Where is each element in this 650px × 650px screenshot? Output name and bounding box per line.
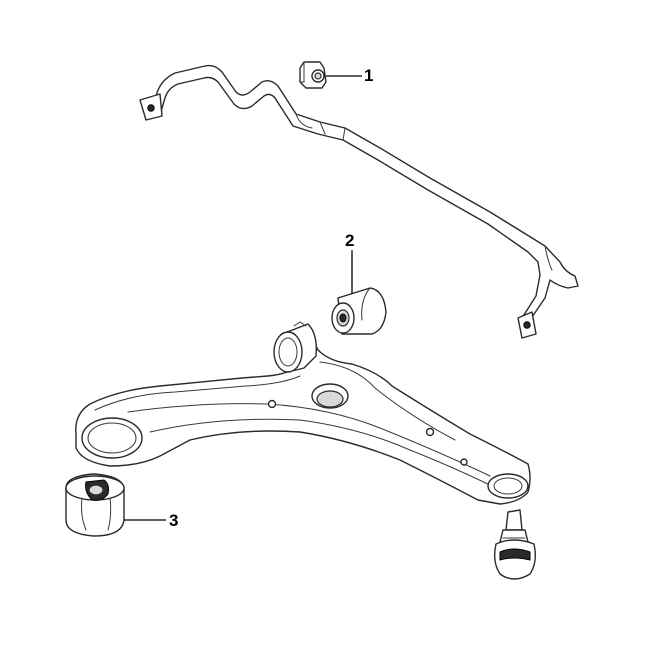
front-bushing-on-arm bbox=[273, 321, 318, 373]
callout-label-1: 1 bbox=[364, 66, 374, 85]
bushing-part-2 bbox=[331, 287, 387, 335]
callout-label-3: 3 bbox=[169, 511, 179, 530]
rear-bushing-part-3 bbox=[65, 473, 125, 537]
callout-label-2: 2 bbox=[345, 231, 355, 250]
ball-joint bbox=[493, 509, 537, 580]
stabilizer-bar bbox=[139, 64, 579, 339]
lower-control-arm bbox=[75, 337, 531, 505]
stabilizer-bushing-part-1 bbox=[299, 61, 327, 89]
